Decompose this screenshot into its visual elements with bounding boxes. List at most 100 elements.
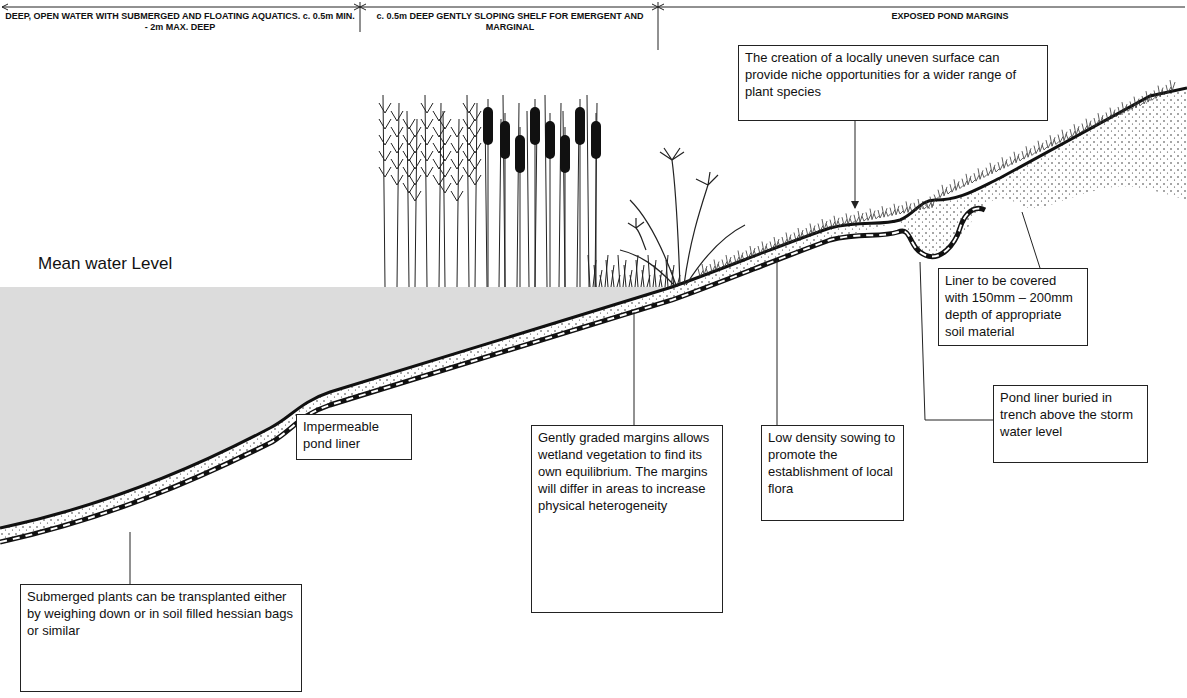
grass-tuft [1130,101,1135,109]
grass-tuft [818,224,823,232]
zone-heading: DEEP, OPEN WATER WITH SUBMERGED AND FLOA… [5,11,355,34]
rush [641,265,644,287]
cattail-head [591,121,601,159]
reed-stem [475,103,477,287]
grass-tuft [902,205,907,213]
grass-tuft [826,224,831,229]
grass-tuft [1114,112,1119,117]
grass-tuft [1066,134,1071,139]
rush [599,270,602,287]
grass-tuft [938,190,943,198]
grass-tuft [910,207,915,212]
grass-tuft [1018,156,1023,161]
reed-leaf [409,175,421,185]
reed-stem [457,119,459,287]
grass-tuft [1154,90,1159,98]
reed-stem [425,95,427,287]
grass-tuft [866,212,871,220]
grass-tuft [842,217,847,225]
reed-stem [415,119,417,287]
grass-tuft [1162,90,1167,95]
reed-leaf [469,159,481,169]
grass-tuft [1142,96,1147,104]
rush [629,270,632,287]
rush [648,255,650,287]
grass-tuft [1006,161,1011,166]
grass-tuft [734,255,739,263]
grass-tuft [782,237,787,245]
rush [618,255,620,287]
grass-tuft [998,162,1003,170]
callout-text: Gently graded margins allows wetland veg… [538,430,716,514]
grass-tuft [930,197,935,208]
grass-tuft [706,269,711,274]
grass-tuft [926,200,931,208]
grass-tuft [1166,85,1171,93]
reed-leaf [391,159,403,169]
cattail-head [545,121,555,159]
reed-leaf [379,135,391,145]
callout-text: Submerged plants can be transplanted eit… [27,589,295,640]
grass-tuft [838,221,843,226]
callout-box: Gently graded margins allows wetland veg… [531,425,723,613]
callout-box: Pond liner buried in trench above the st… [993,385,1148,463]
cattail-head [575,107,585,145]
reed-stem [443,111,445,287]
reed-leaf [469,143,481,153]
callout-text: Pond liner buried in trench above the st… [1000,390,1141,441]
reed-leaf [409,143,421,153]
grass-tuft [1034,146,1039,154]
pond-liner-dash [0,208,985,542]
grass-tuft [1082,124,1087,132]
grass-tuft [1022,151,1027,159]
grass-tuft [1010,157,1015,165]
reed-leaf [409,159,421,169]
reed-leaf [469,175,481,185]
grass-tuft [746,251,751,259]
grass-tuft [1030,150,1035,155]
bulrushes [483,99,601,287]
grass-tuft [874,214,879,219]
rush [605,255,608,287]
reed-leaf [421,135,433,145]
reed-leaf [421,103,433,113]
zone-heading: EXPOSED POND MARGINS [800,11,1100,22]
zone-dimension [2,2,1185,50]
grass-tuft [830,220,835,228]
reed-leaf [409,127,421,137]
grass-tuft [742,255,747,260]
callout-box: Submerged plants can be transplanted eit… [20,584,302,692]
reed-leaf [451,191,463,201]
reed-stem [517,103,519,287]
reed-leaf [379,119,391,129]
cattail-head [483,107,493,145]
reed-stem [587,95,589,287]
grass-tuft [806,228,811,236]
grass-tuft [862,216,867,221]
grass-tuft [766,246,771,251]
callout-box: Low density sowing to promote the establ… [761,425,904,521]
callout-box: Impermeable pond liner [296,414,412,460]
grass-tuft [802,233,807,238]
grass-tuft [1126,106,1131,111]
callout-text: The creation of a locally uneven surface… [745,50,1041,101]
soil-layer [0,88,1187,542]
grass-tuft [794,233,799,241]
grass-tuft [1090,123,1095,128]
reed-leaf [451,175,463,185]
grass-tuft [1150,95,1155,100]
rush [623,260,626,287]
grass-tuft [1054,139,1059,144]
water-level-label: Mean water Level [38,254,238,274]
callout-box: The creation of a locally uneven surface… [738,45,1048,121]
reeds [379,95,680,287]
grass-tuft [986,168,991,176]
reed-stem [559,103,561,287]
reed-leaf [379,167,391,177]
grass-tuft [790,237,795,242]
grass-tuft [1042,145,1047,150]
reed-stem [407,111,409,287]
grass-tuft [1070,129,1075,137]
rush [636,260,638,287]
reed-leaf [451,127,463,137]
